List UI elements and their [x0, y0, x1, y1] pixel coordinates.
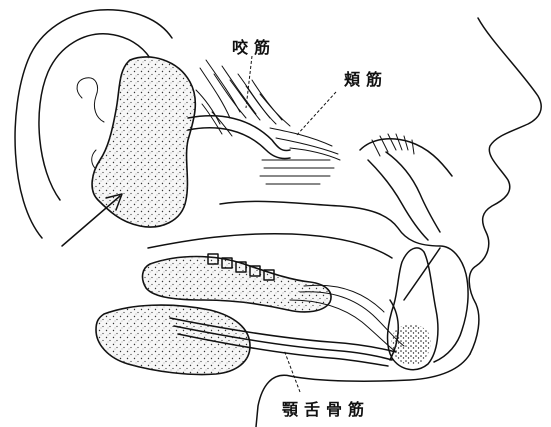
label-buccinator: 頬筋 [344, 66, 388, 90]
label-mylohyoid: 顎舌骨筋 [282, 396, 370, 420]
nasal-structures [360, 134, 452, 240]
arrow [62, 194, 122, 246]
parotid-gland [92, 57, 195, 227]
sublingual-gland [143, 254, 332, 312]
label-masseter: 咬筋 [232, 34, 276, 58]
masseter-fibres [196, 60, 290, 136]
submandibular-gland [96, 305, 250, 374]
buccinator-fibres [260, 128, 340, 184]
